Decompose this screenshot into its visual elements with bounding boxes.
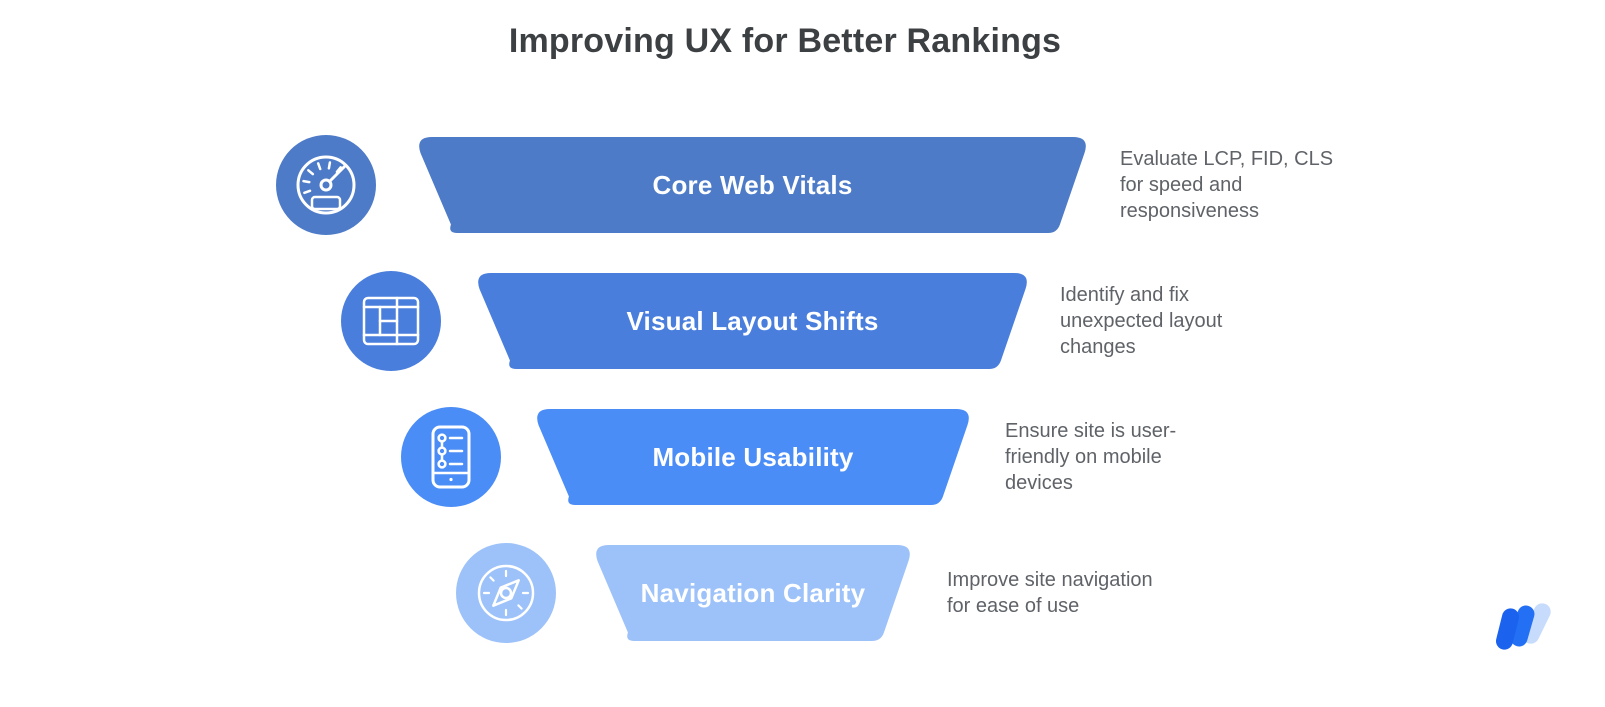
icon-circle bbox=[276, 135, 376, 235]
description-line: friendly on mobile bbox=[1005, 446, 1162, 468]
description-line: Identify and fix bbox=[1060, 284, 1189, 306]
compass-glyph bbox=[477, 564, 535, 622]
description-line: unexpected layout bbox=[1060, 310, 1223, 332]
logo-stroke-dark bbox=[1495, 608, 1520, 650]
compass-icon bbox=[456, 543, 556, 643]
funnel-row-description: Ensure site is user- friendly on mobile … bbox=[1005, 418, 1205, 496]
writesonic-logo bbox=[1495, 603, 1551, 650]
icon-circle bbox=[401, 407, 501, 507]
speedometer-glyph bbox=[296, 155, 356, 215]
funnel-row-description: Evaluate LCP, FID, CLS for speed and res… bbox=[1120, 146, 1342, 224]
description-line: Ensure site is user- bbox=[1005, 420, 1177, 442]
funnel-bar-label: Core Web Vitals bbox=[652, 169, 853, 200]
description-line: changes bbox=[1060, 336, 1136, 358]
description-line: devices bbox=[1005, 472, 1073, 494]
layout-grid-glyph bbox=[362, 296, 420, 346]
funnel-row-description: Improve site navigation for ease of use bbox=[947, 567, 1197, 619]
funnel-bar-visual-layout-shifts bbox=[478, 273, 1027, 369]
description-line: responsiveness bbox=[1120, 200, 1259, 222]
funnel-bar-label: Navigation Clarity bbox=[640, 577, 866, 608]
speedometer-icon bbox=[276, 135, 376, 235]
description-line: Improve site navigation bbox=[947, 569, 1153, 591]
logo-stroke-mid bbox=[1510, 605, 1535, 647]
page-title: Improving UX for Better Rankings bbox=[508, 22, 1062, 60]
description-line: Evaluate LCP, FID, CLS bbox=[1120, 148, 1334, 170]
layout-grid-icon bbox=[341, 271, 441, 371]
description-line: for ease of use bbox=[947, 595, 1080, 617]
funnel-bar-mobile-usability bbox=[537, 409, 969, 505]
description-line: for speed and bbox=[1120, 174, 1243, 196]
funnel-bar-core-web-vitals bbox=[419, 137, 1086, 233]
mobile-checklist-icon bbox=[401, 407, 501, 507]
funnel-row-description: Identify and fix unexpected layout chang… bbox=[1060, 282, 1260, 360]
logo-stroke-light bbox=[1522, 603, 1551, 644]
funnel-bar-label: Mobile Usability bbox=[652, 441, 854, 472]
funnel-bar-navigation-clarity bbox=[596, 545, 910, 641]
mobile-checklist-glyph bbox=[431, 425, 471, 489]
funnel-bar-label: Visual Layout Shifts bbox=[626, 305, 879, 336]
